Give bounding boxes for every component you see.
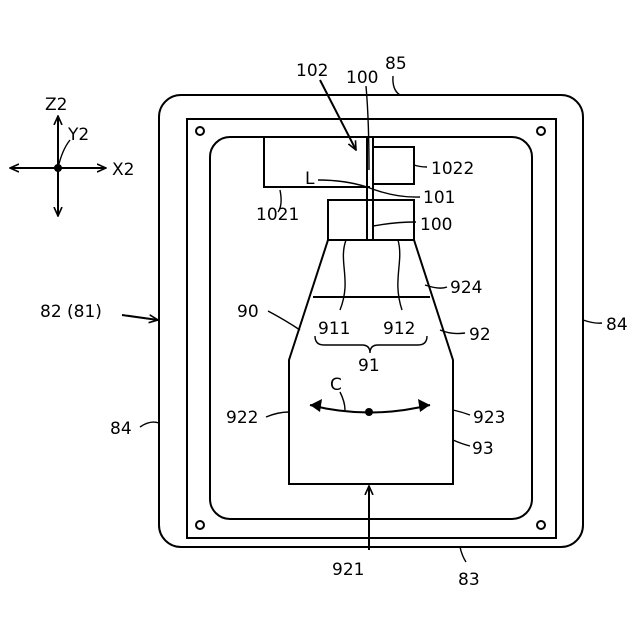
z-axis-label: Z2 <box>45 95 67 115</box>
label-93: 93 <box>472 439 494 459</box>
arrow-82 <box>122 315 158 320</box>
label-84-right: 84 <box>606 315 628 335</box>
leader-84-right <box>583 320 602 323</box>
label-921: 921 <box>332 560 364 580</box>
screw-bottom-left <box>196 521 204 529</box>
rotation-center-dot <box>365 408 373 416</box>
leader-100-mid <box>373 222 416 226</box>
leader-83 <box>460 547 466 562</box>
arrow-102 <box>320 80 356 150</box>
x-axis-label: X2 <box>112 160 134 180</box>
label-1021: 1021 <box>256 205 299 225</box>
label-924: 924 <box>450 278 482 298</box>
label-100-mid: 100 <box>420 215 452 235</box>
label-90: 90 <box>237 302 259 322</box>
leader-l-101 <box>318 180 420 197</box>
label-911: 911 <box>318 319 350 339</box>
leader-922 <box>266 412 289 417</box>
screw-bottom-right <box>537 521 545 529</box>
arc-arrowhead-left <box>310 399 322 412</box>
label-c: C <box>330 375 342 395</box>
label-82-81: 82 (81) <box>40 302 102 322</box>
leader-90 <box>268 311 300 330</box>
leader-1022 <box>414 165 427 167</box>
label-92: 92 <box>469 325 491 345</box>
component-100-cap <box>328 200 414 240</box>
label-912: 912 <box>383 319 415 339</box>
label-91: 91 <box>358 356 380 376</box>
label-102: 102 <box>296 61 328 81</box>
label-l: L <box>305 169 315 189</box>
label-100-top: 100 <box>346 68 378 88</box>
leader-93 <box>453 440 470 446</box>
label-101: 101 <box>423 188 455 208</box>
coordinate-axes: Z2 Y2 X2 <box>10 95 134 216</box>
label-922: 922 <box>226 408 258 428</box>
arc-arrowhead-right <box>418 399 430 412</box>
label-84-left: 84 <box>110 419 132 439</box>
middle-frame <box>187 119 556 538</box>
leader-924 <box>425 285 447 288</box>
label-85: 85 <box>385 54 407 74</box>
leader-912 <box>398 240 402 310</box>
label-923: 923 <box>473 408 505 428</box>
screw-top-left <box>196 127 204 135</box>
label-1022: 1022 <box>431 159 474 179</box>
outer-frame <box>159 95 583 547</box>
component-1022 <box>373 147 414 184</box>
corner-screws <box>196 127 545 529</box>
leader-85 <box>393 76 400 95</box>
leader-84-left <box>140 422 159 427</box>
leader-923 <box>453 410 470 415</box>
y-axis-label: Y2 <box>67 125 89 145</box>
leader-911 <box>340 240 346 310</box>
label-83: 83 <box>458 570 480 590</box>
screw-top-right <box>537 127 545 135</box>
